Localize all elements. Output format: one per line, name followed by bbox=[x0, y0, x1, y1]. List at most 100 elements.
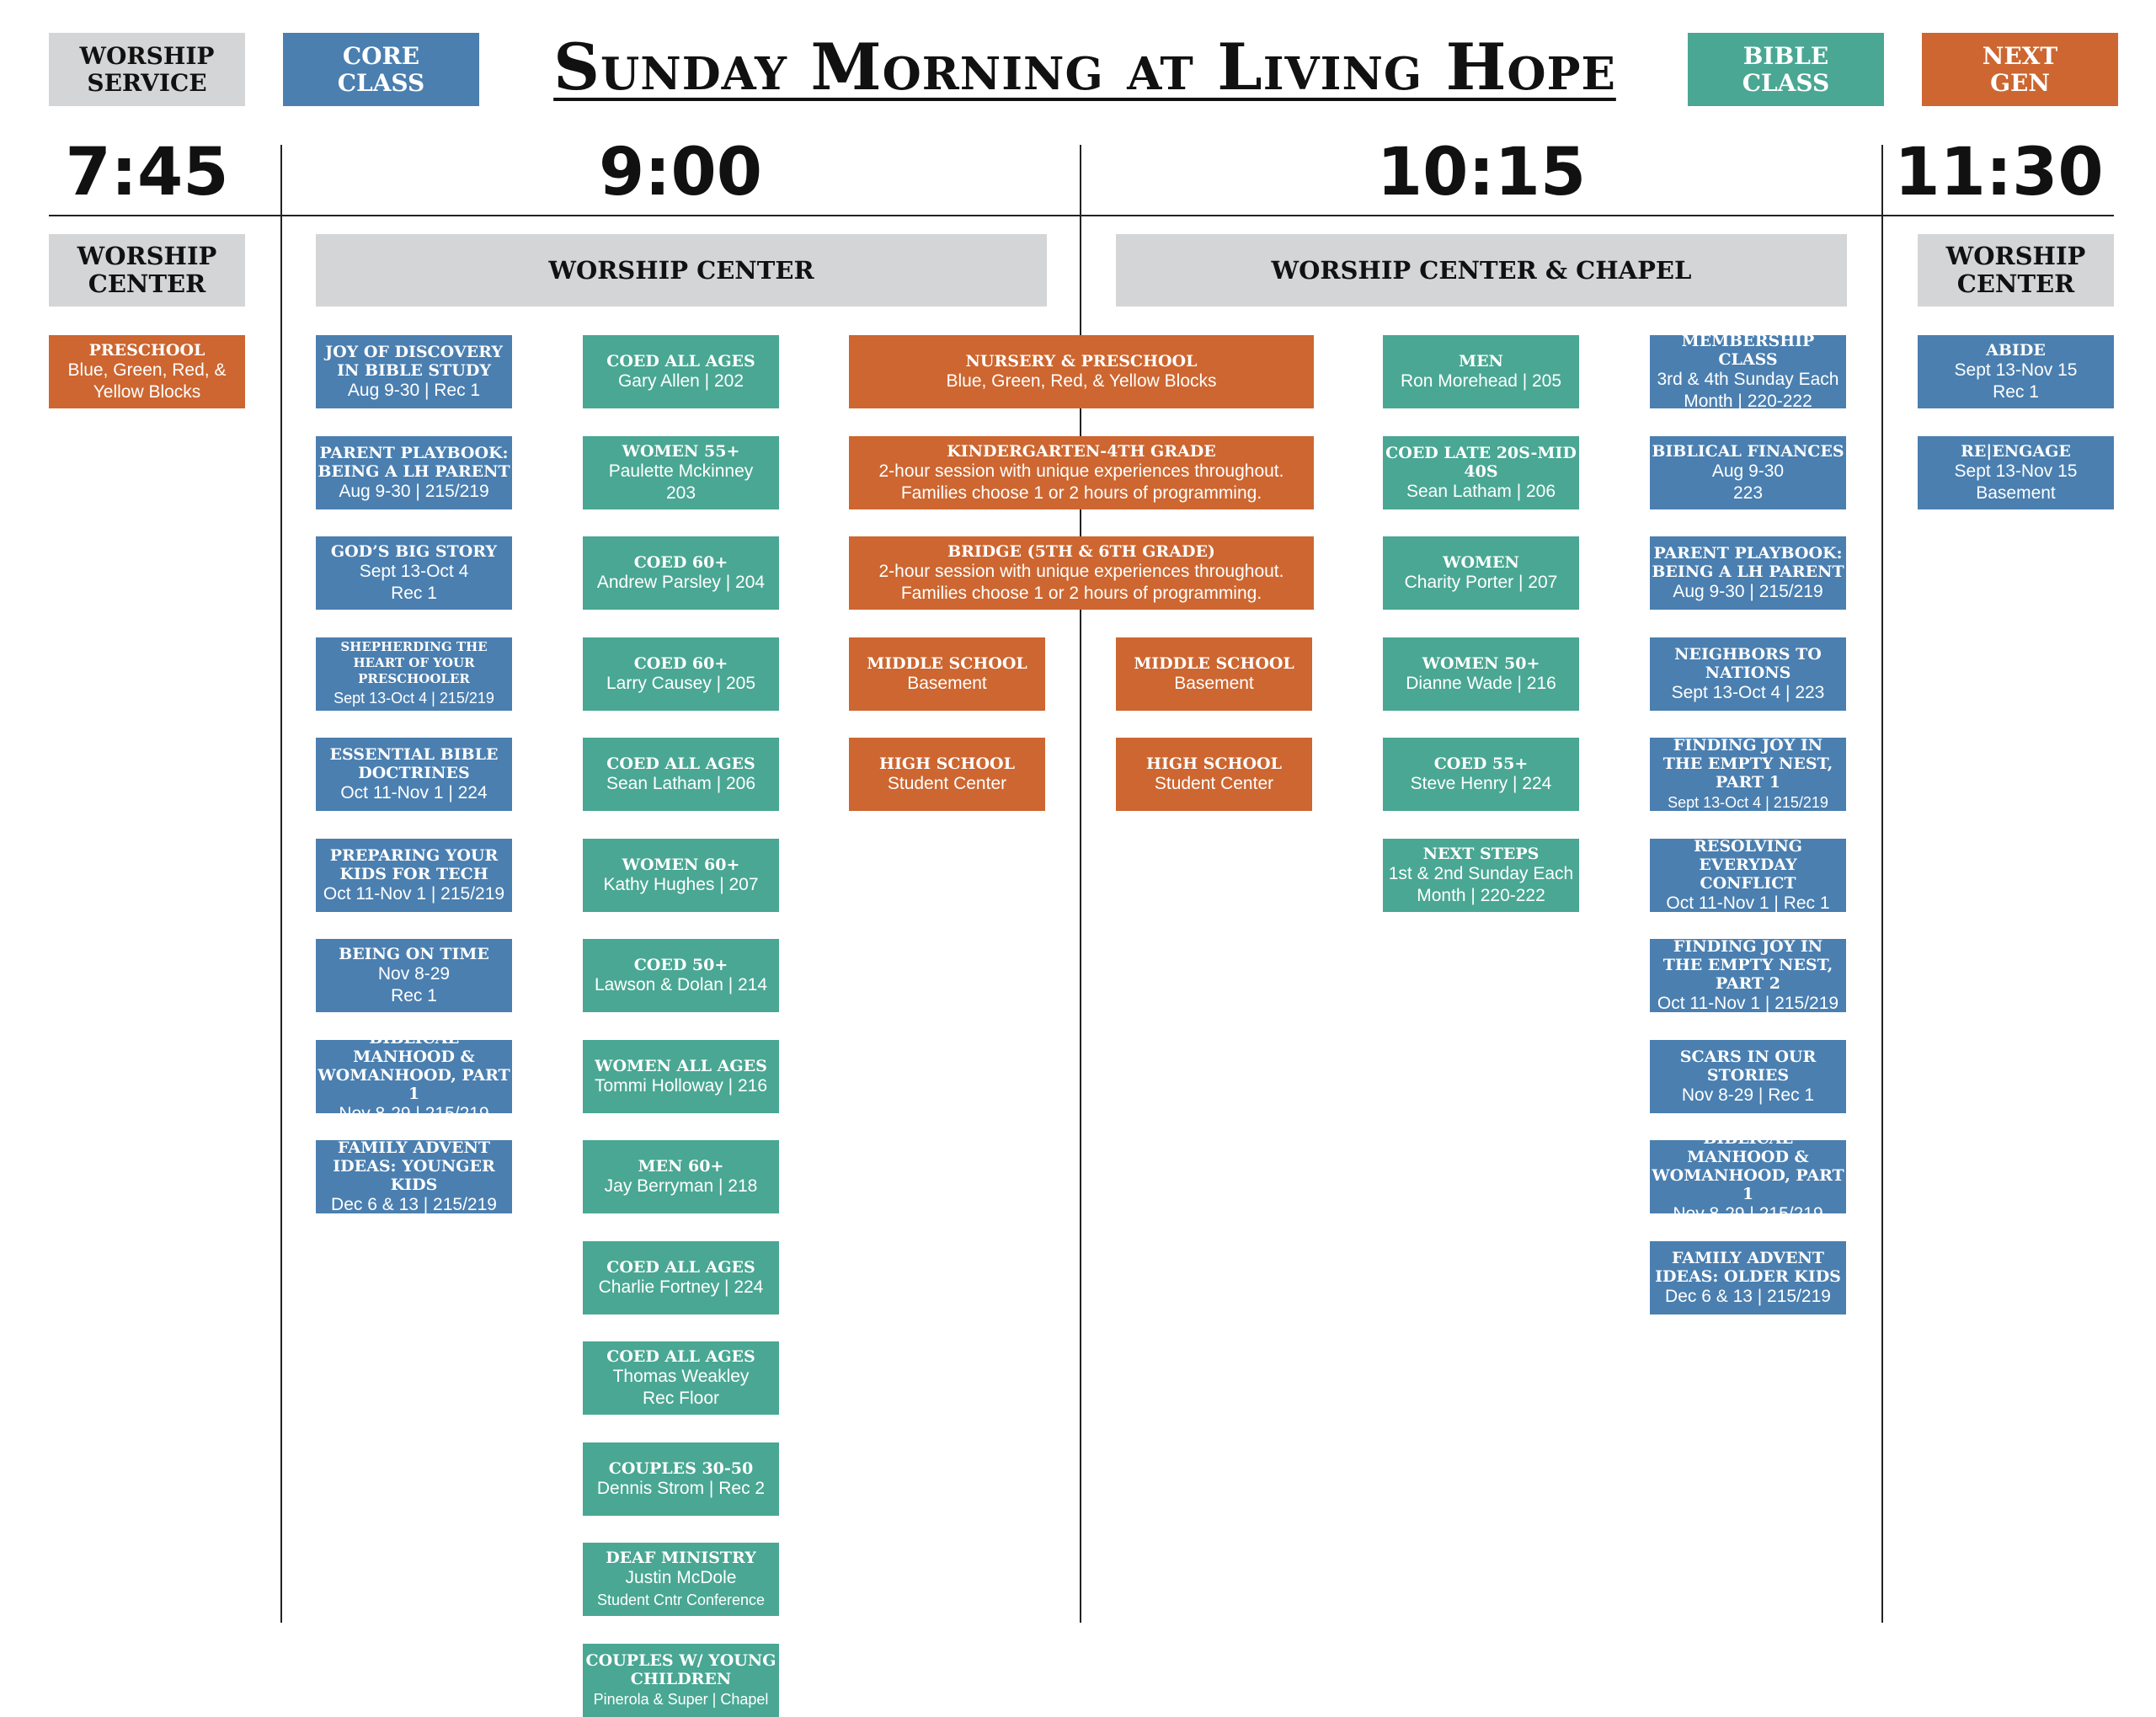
session-detail: Pinerola & Super | Chapel bbox=[593, 1690, 769, 1708]
session-title: RESOLVING EVERYDAY CONFLICT bbox=[1694, 839, 1802, 893]
session-title: COED 60+ bbox=[633, 653, 728, 673]
session-title: PARENT PLAYBOOK: BEING A LH PARENT bbox=[318, 443, 510, 481]
session-detail: Sept 13-Nov 15 bbox=[1954, 461, 2078, 481]
session-title: NURSERY & PRESCHOOL bbox=[965, 351, 1198, 371]
session-title: WOMEN 55+ bbox=[622, 441, 740, 461]
session-title: COED 50+ bbox=[633, 955, 728, 974]
session-title: WOMEN ALL AGES bbox=[595, 1056, 767, 1075]
session-title: MEN 60+ bbox=[638, 1156, 724, 1176]
session-title: BIBLICAL MANHOOD & WOMANHOOD, PART 1 bbox=[1652, 1140, 1844, 1203]
session-detail: Gary Allen | 202 bbox=[617, 371, 744, 391]
session-title: COED 55+ bbox=[1433, 754, 1529, 773]
session-title: NEXT STEPS bbox=[1422, 844, 1540, 863]
time-1130: 11:30 bbox=[1894, 135, 2104, 211]
session-title: DEAF MINISTRY bbox=[606, 1548, 756, 1567]
session-detail: Month | 220-222 bbox=[1684, 391, 1812, 409]
session-detail: Rec 1 bbox=[1993, 381, 2039, 402]
session-detail: Blue, Green, Red, & bbox=[67, 360, 227, 380]
time-1015: 10:15 bbox=[1376, 135, 1587, 211]
legend-label: WORSHIP SERVICE bbox=[79, 41, 215, 97]
session-card-coed-60: COED 60+Andrew Parsley | 204 bbox=[583, 536, 779, 610]
venue-1015: WORSHIP CENTER & CHAPEL bbox=[1116, 234, 1847, 307]
session-detail: Jay Berryman | 218 bbox=[604, 1176, 758, 1196]
session-detail: Dennis Strom | Rec 2 bbox=[596, 1478, 766, 1498]
session-title: ABIDE bbox=[1986, 340, 2046, 360]
session-title: ESSENTIAL BIBLE DOCTRINES bbox=[329, 744, 499, 782]
session-detail: Nov 8-29 | Rec 1 bbox=[1681, 1085, 1815, 1105]
session-detail: Steve Henry | 224 bbox=[1410, 773, 1552, 793]
session-detail: Families choose 1 or 2 hours of programm… bbox=[900, 483, 1262, 503]
session-title: WOMEN bbox=[1443, 552, 1519, 572]
session-detail: Blue, Green, Red, & Yellow Blocks bbox=[946, 371, 1217, 391]
session-title: JOY OF DISCOVERY IN BIBLE STUDY bbox=[325, 342, 503, 380]
session-detail: Sept 13-Oct 4 bbox=[359, 561, 469, 581]
session-detail: Oct 11-Nov 1 | 215/219 bbox=[1657, 993, 1839, 1013]
venue-1130: WORSHIP CENTER bbox=[1918, 234, 2114, 307]
venue-label: WORSHIP CENTER bbox=[77, 242, 217, 298]
session-title: MIDDLE SCHOOL bbox=[867, 653, 1027, 673]
column-divider bbox=[1881, 145, 1883, 1623]
session-detail: 2-hour session with unique experiences t… bbox=[878, 461, 1284, 481]
session-detail: Sept 13-Oct 4 | 215/219 bbox=[1668, 793, 1828, 811]
session-title: COED ALL AGES bbox=[606, 351, 755, 371]
legend-core-class: CORE CLASS bbox=[283, 33, 479, 106]
session-detail: Aug 9-30 | 215/219 bbox=[1673, 581, 1823, 601]
session-detail: Paulette Mckinney bbox=[608, 461, 754, 481]
session-card-men-60: MEN 60+Jay Berryman | 218 bbox=[583, 1140, 779, 1213]
session-detail: Student Center bbox=[1154, 773, 1274, 793]
session-detail: Sean Latham | 206 bbox=[1406, 481, 1556, 501]
session-detail: Charlie Fortney | 224 bbox=[598, 1277, 764, 1297]
venue-745: WORSHIP CENTER bbox=[49, 234, 245, 307]
venue-label: WORSHIP CENTER bbox=[1945, 242, 2086, 298]
session-detail: Dec 6 & 13 | 215/219 bbox=[1665, 1286, 1831, 1306]
session-card-coed-55: COED 55+Steve Henry | 224 bbox=[1383, 738, 1579, 811]
session-title: FINDING JOY IN THE EMPTY NEST, PART 1 bbox=[1662, 738, 1833, 792]
session-detail: Aug 9-30 | Rec 1 bbox=[347, 380, 481, 400]
session-title: SHEPHERDING THE HEART OF YOUR PRESCHOOLE… bbox=[340, 639, 488, 686]
legend-next-gen: NEXT GEN bbox=[1922, 33, 2118, 106]
session-detail: Sean Latham | 206 bbox=[606, 773, 756, 793]
session-card-bridge-5th-6th-grade: BRIDGE (5TH & 6TH GRADE)2-hour session w… bbox=[849, 536, 1314, 610]
session-title: HIGH SCHOOL bbox=[1146, 754, 1282, 773]
session-title: PREPARING YOUR KIDS FOR TECH bbox=[329, 845, 499, 883]
session-detail: Families choose 1 or 2 hours of programm… bbox=[900, 583, 1262, 603]
session-title: GOD’S BIG STORY bbox=[330, 541, 498, 561]
session-detail: Nov 8-29 bbox=[377, 963, 451, 984]
session-title: FINDING JOY IN THE EMPTY NEST, PART 2 bbox=[1662, 939, 1833, 993]
session-title: COED ALL AGES bbox=[606, 1346, 755, 1366]
session-title: BRIDGE (5TH & 6TH GRADE) bbox=[947, 541, 1215, 561]
session-detail: Rec 1 bbox=[391, 985, 437, 1005]
session-detail: Dianne Wade | 216 bbox=[1406, 673, 1556, 693]
session-detail: 3rd & 4th Sunday Each bbox=[1657, 369, 1839, 389]
session-title: WOMEN 50+ bbox=[1422, 653, 1540, 673]
session-title: COED LATE 20S-MID 40S bbox=[1385, 443, 1577, 481]
session-detail: Kathy Hughes | 207 bbox=[603, 874, 759, 894]
session-detail: Student Center bbox=[887, 773, 1007, 793]
session-title: BIBLICAL FINANCES bbox=[1652, 441, 1844, 461]
page-title: Sunday Morning at Living Hope bbox=[553, 29, 1616, 104]
session-detail: Sept 13-Nov 15 bbox=[1954, 360, 2078, 380]
session-title: MIDDLE SCHOOL bbox=[1134, 653, 1294, 673]
session-title: RE|ENGAGE bbox=[1961, 441, 2071, 461]
session-detail: Sept 13-Oct 4 | 223 bbox=[1671, 682, 1825, 702]
session-title: BEING ON TIME bbox=[339, 944, 489, 963]
session-title: KINDERGARTEN-4TH GRADE bbox=[947, 441, 1216, 461]
session-title: FAMILY ADVENT IDEAS: OLDER KIDS bbox=[1655, 1248, 1841, 1286]
